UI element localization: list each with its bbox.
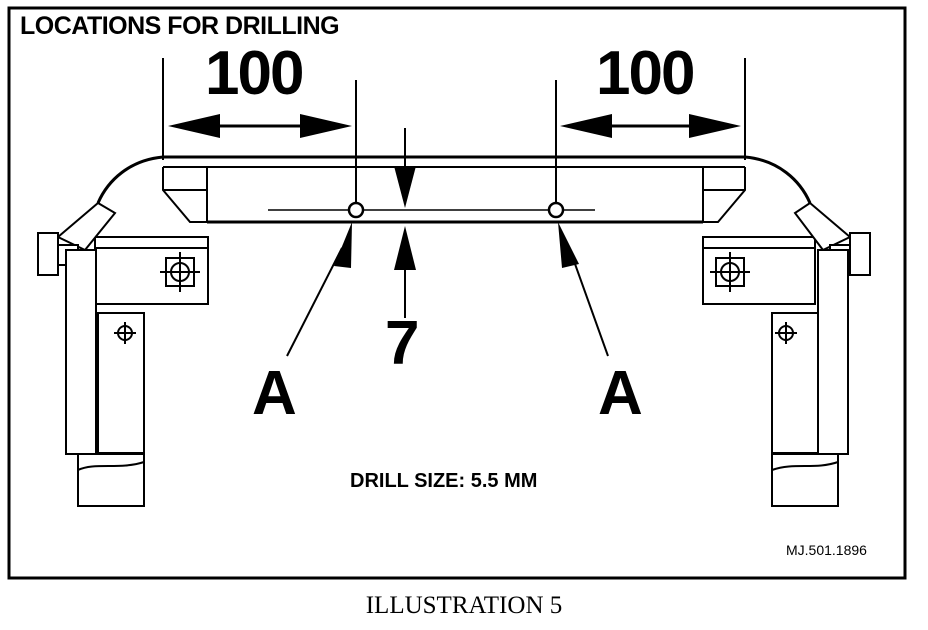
dimension-arrow-left <box>168 114 352 138</box>
drill-hole-right <box>547 201 565 219</box>
dimension-label-left: 100 <box>205 39 304 108</box>
illustration-caption: ILLUSTRATION 5 <box>365 592 563 619</box>
leader-right <box>558 222 609 357</box>
dimension-arrow-vertical <box>394 128 416 318</box>
diagram-border <box>7 6 907 580</box>
left-bracket <box>37 155 209 507</box>
dimension-label-vertical: 7 <box>385 309 420 378</box>
dimension-arrow-right <box>560 114 741 138</box>
part-number: MJ.501.1896 <box>786 542 867 558</box>
extension-lines <box>162 58 746 205</box>
drill-size-note: DRILL SIZE: 5.5 MM <box>350 470 538 492</box>
right-bracket <box>702 155 871 507</box>
drill-hole-left <box>347 201 365 219</box>
point-label-right: A <box>598 359 643 428</box>
leader-left <box>286 222 352 357</box>
diagram-title: LOCATIONS FOR DRILLING <box>20 12 340 40</box>
crossbar-tube <box>163 155 745 224</box>
dimension-label-right: 100 <box>596 39 695 108</box>
point-label-left: A <box>252 359 297 428</box>
